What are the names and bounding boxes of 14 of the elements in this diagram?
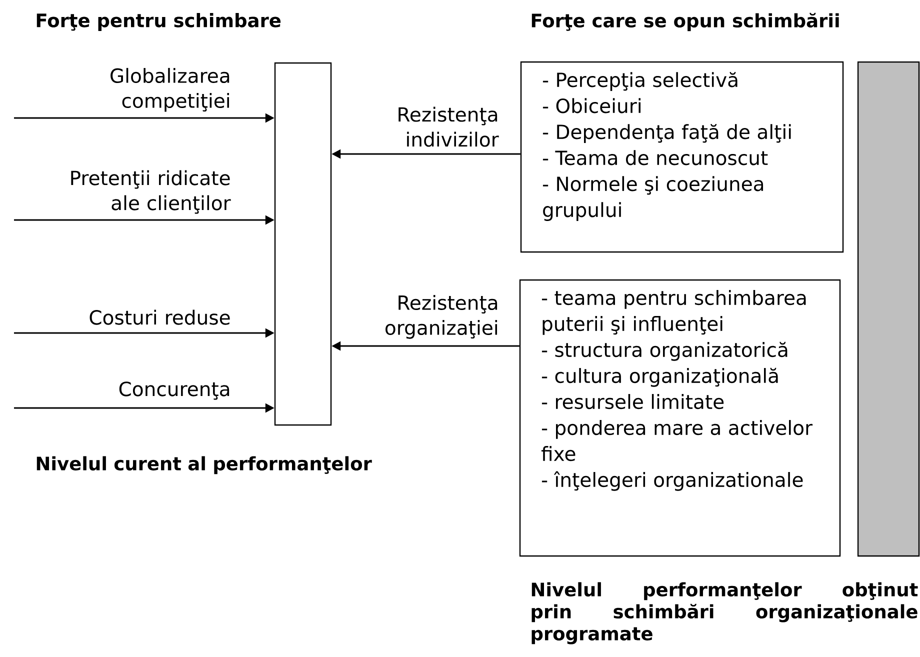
bar [274,62,332,426]
edge-label: Concurenţa [119,382,230,400]
heading: Forţe care se opun schimbării [532,12,839,32]
edge-label: Rezistenţa indivizilor [398,106,499,147]
heading: Forţe pentru schimbare [36,13,281,31]
node-label: Nivelul curent al performanţelor [36,456,372,474]
text-box: - teama pentru schimbarea puterii şi influenţei - structura organizatorică - cultura organizaţională - resursele limitate - ponderea mare a activelor fixe - înţelegeri organizationale [519,279,841,557]
edge-label: Globalizarea competiţiei [110,68,230,112]
bar [857,61,920,557]
node-label: Nivelul performanţelor obţinut prin schimbări organizaţionale programate [532,582,918,644]
edge-label: Rezistenţa organizaţiei [386,294,498,339]
edge-label: Pretenţii ridicate ale clienţilor [71,170,231,214]
text-box: - Percepţia selectivă - Obiceiuri - Dependenţa faţă de alţii - Teama de necunoscut - Normele şi coeziunea grupului [520,61,844,253]
edge-label: Costuri reduse [90,310,230,325]
